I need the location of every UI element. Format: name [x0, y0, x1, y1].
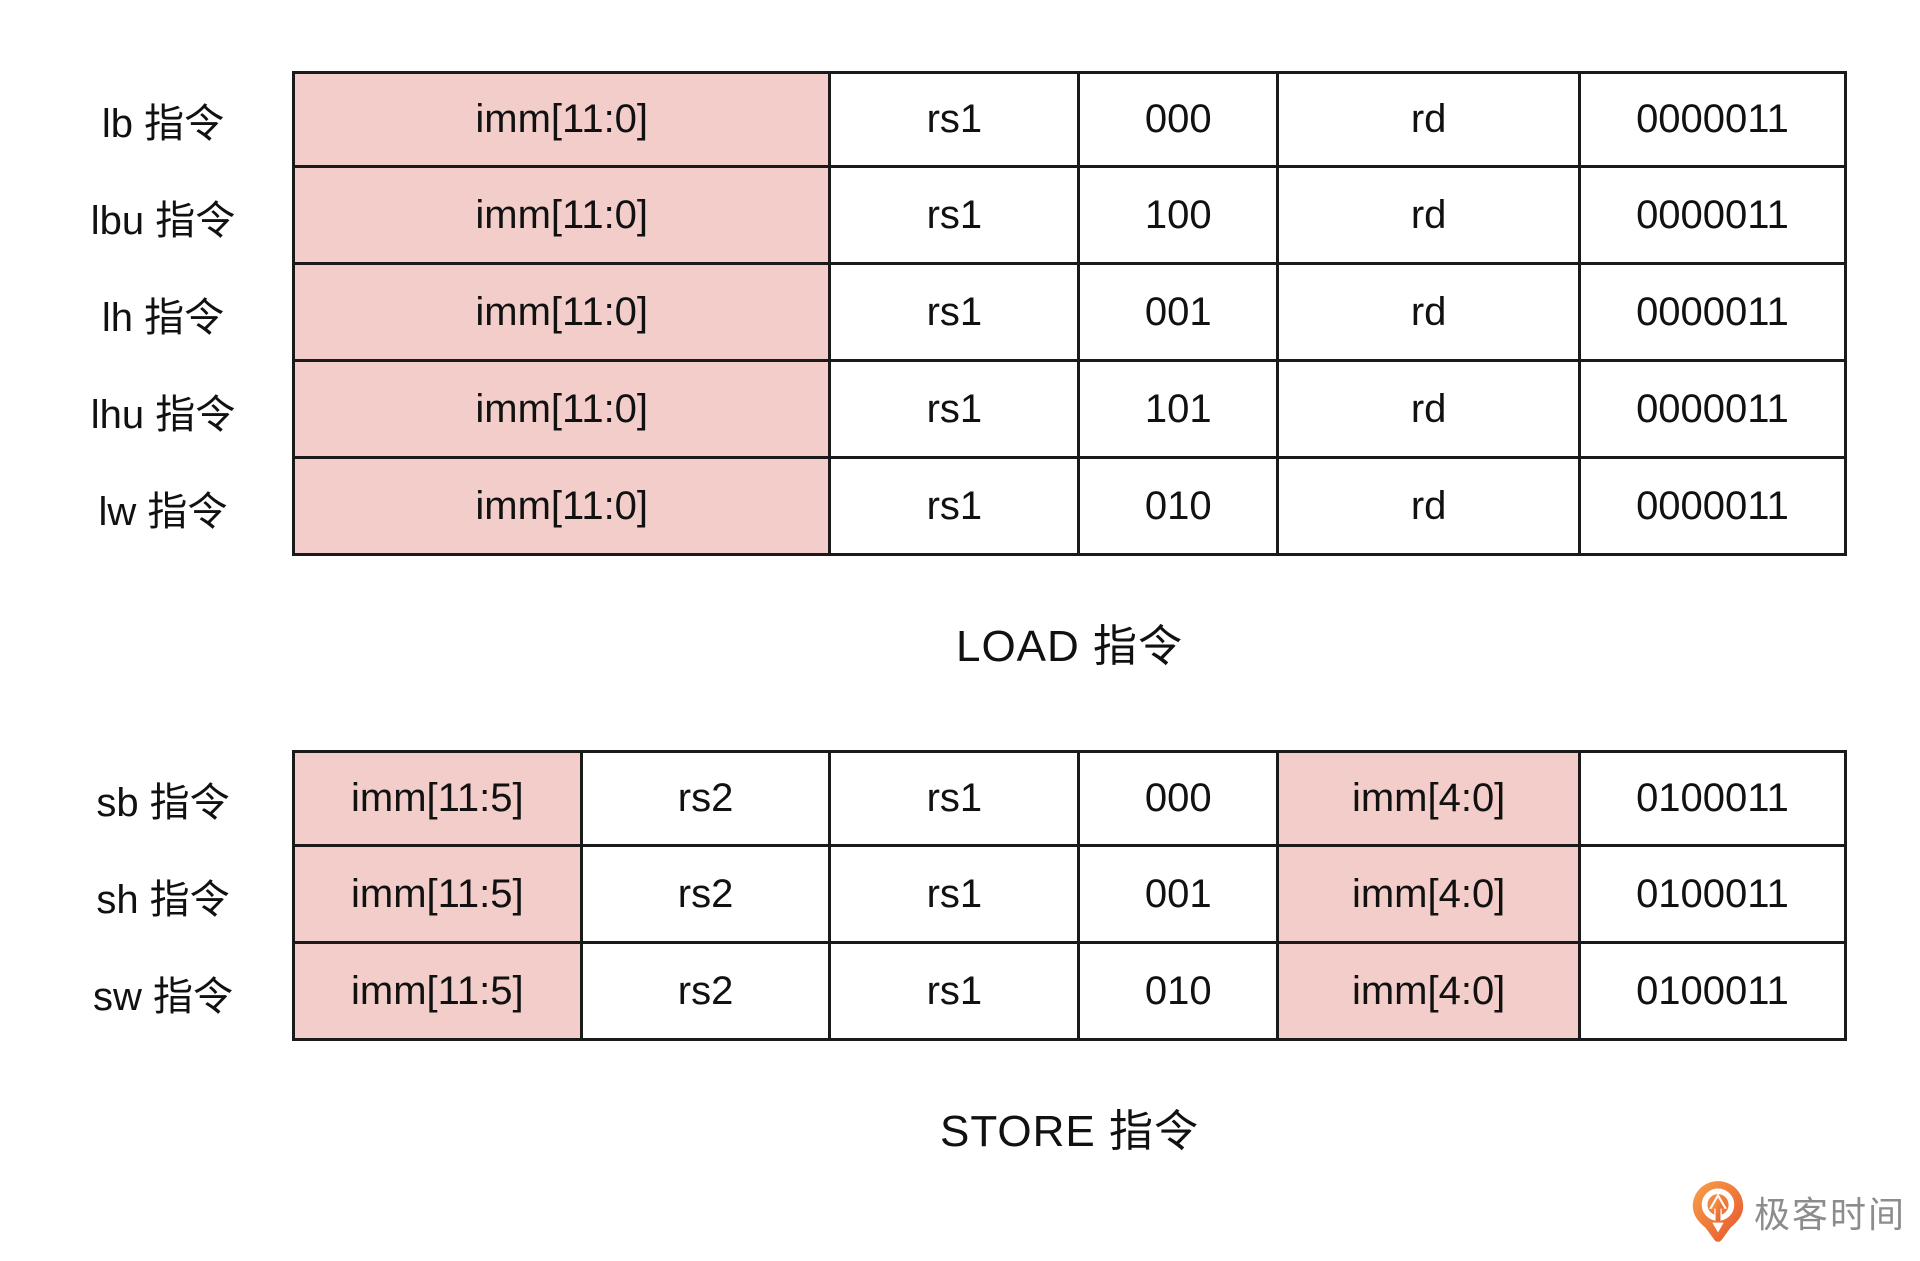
field-cell: 000 — [1077, 71, 1277, 168]
field-cell: 0000011 — [1577, 265, 1847, 362]
field-cell: rs1 — [828, 362, 1078, 459]
row-label: lb 指令 — [101, 101, 225, 146]
field-cell: imm[4:0] — [1276, 944, 1578, 1041]
field-cell: imm[11:0] — [292, 459, 829, 556]
store-table-caption: STORE 指令 — [939, 1107, 1199, 1156]
field-cell: rd — [1276, 168, 1578, 265]
field-cell: 0100011 — [1577, 944, 1847, 1041]
row-label: lw 指令 — [98, 489, 228, 534]
field-cell: rd — [1276, 459, 1578, 556]
field-cell: 100 — [1077, 168, 1277, 265]
field-cell: rd — [1276, 362, 1578, 459]
field-cell: rs1 — [828, 71, 1078, 168]
field-cell: 0000011 — [1577, 71, 1847, 168]
field-cell: imm[11:0] — [292, 265, 829, 362]
field-cell: imm[11:5] — [292, 944, 580, 1041]
field-cell: 001 — [1077, 847, 1277, 944]
field-cell: rs1 — [828, 847, 1078, 944]
field-cell: imm[11:0] — [292, 71, 829, 168]
load-table-caption: LOAD 指令 — [955, 622, 1184, 671]
field-cell: 0100011 — [1577, 847, 1847, 944]
field-cell: imm[11:5] — [292, 750, 580, 847]
field-cell: rs1 — [828, 944, 1078, 1041]
row-label: lbu 指令 — [90, 198, 236, 243]
row-label: sh 指令 — [96, 877, 230, 922]
field-cell: 0000011 — [1577, 168, 1847, 265]
field-cell: 0000011 — [1577, 459, 1847, 556]
field-cell: 001 — [1077, 265, 1277, 362]
field-cell: 0000011 — [1577, 362, 1847, 459]
field-cell: rs2 — [579, 750, 829, 847]
field-cell: rs1 — [828, 459, 1078, 556]
field-cell: rd — [1276, 71, 1578, 168]
row-label: sw 指令 — [93, 974, 233, 1019]
field-cell: rs1 — [828, 750, 1078, 847]
row-label: lhu 指令 — [90, 392, 236, 437]
geektime-logo: 极客时间 — [1692, 1180, 1906, 1244]
field-cell: imm[11:0] — [292, 168, 829, 265]
field-cell: imm[11:5] — [292, 847, 580, 944]
field-cell: 010 — [1077, 944, 1277, 1041]
row-label: lh 指令 — [101, 295, 225, 340]
field-cell: imm[4:0] — [1276, 847, 1578, 944]
row-label: sb 指令 — [96, 780, 230, 825]
geektime-pin-icon — [1692, 1181, 1744, 1242]
field-cell: rs1 — [828, 265, 1078, 362]
field-cell: rd — [1276, 265, 1578, 362]
field-cell: 010 — [1077, 459, 1277, 556]
field-cell: rs1 — [828, 168, 1078, 265]
field-cell: imm[4:0] — [1276, 750, 1578, 847]
field-cell: rs2 — [579, 944, 829, 1041]
geektime-logo-text: 极客时间 — [1754, 1194, 1907, 1235]
field-cell: 000 — [1077, 750, 1277, 847]
field-cell: 101 — [1077, 362, 1277, 459]
field-cell: 0100011 — [1577, 750, 1847, 847]
field-cell: rs2 — [579, 847, 829, 944]
field-cell: imm[11:0] — [292, 362, 829, 459]
